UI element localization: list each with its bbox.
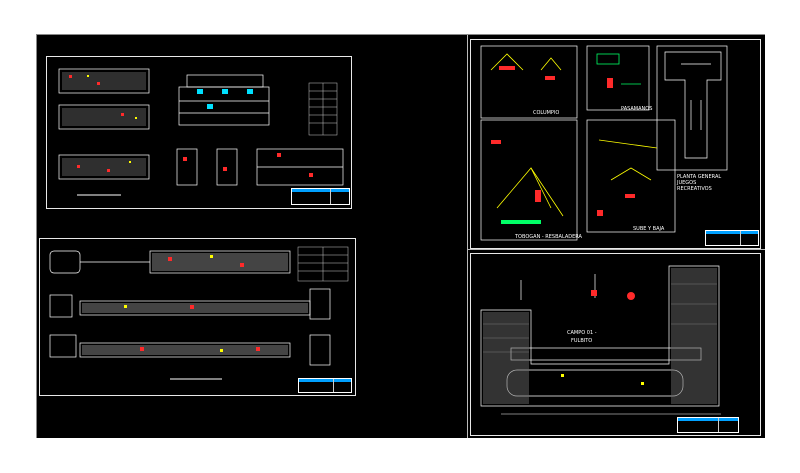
title-block bbox=[298, 378, 352, 393]
sheet-bottom-left[interactable] bbox=[39, 238, 356, 396]
layout-divider-horizontal bbox=[467, 249, 765, 250]
cad-model-viewport[interactable]: COLUMPIO PASAMANOS TOBOGAN - RESBALADERA… bbox=[36, 34, 765, 438]
title-block-strip bbox=[678, 418, 738, 421]
label-planta-recreativos: RECREATIVOS bbox=[677, 186, 712, 192]
label-sube-y-baja: SUBE Y BAJA bbox=[633, 226, 665, 232]
label-planta-juegos: JUEGOS bbox=[677, 180, 697, 186]
title-block bbox=[677, 417, 739, 433]
sheet-bottom-right[interactable]: CAMPO 01 - FULBITO bbox=[470, 253, 761, 436]
sheet-bottom-right-drawing bbox=[480, 265, 721, 415]
sheet-top-left[interactable] bbox=[46, 56, 352, 209]
layout-divider-vertical bbox=[467, 35, 468, 438]
label-tobogan: TOBOGAN - RESBALADERA bbox=[515, 234, 582, 240]
title-block-strip bbox=[299, 379, 351, 382]
label-campo: CAMPO 01 - bbox=[567, 330, 597, 336]
sheet-bottom-left-drawing bbox=[49, 246, 349, 380]
label-planta-general: PLANTA GENERAL bbox=[677, 174, 722, 180]
sheet-top-left-drawing bbox=[58, 68, 344, 196]
title-block-strip bbox=[706, 231, 758, 234]
label-fulbito: FULBITO bbox=[571, 338, 593, 344]
label-pasamanos: PASAMANOS bbox=[621, 106, 653, 112]
title-block bbox=[291, 188, 350, 205]
title-block bbox=[705, 230, 759, 246]
sheet-top-right[interactable]: COLUMPIO PASAMANOS TOBOGAN - RESBALADERA… bbox=[470, 39, 761, 249]
sheet-top-right-drawing bbox=[480, 45, 728, 241]
label-columpio: COLUMPIO bbox=[533, 110, 560, 116]
title-block-strip bbox=[292, 189, 349, 192]
